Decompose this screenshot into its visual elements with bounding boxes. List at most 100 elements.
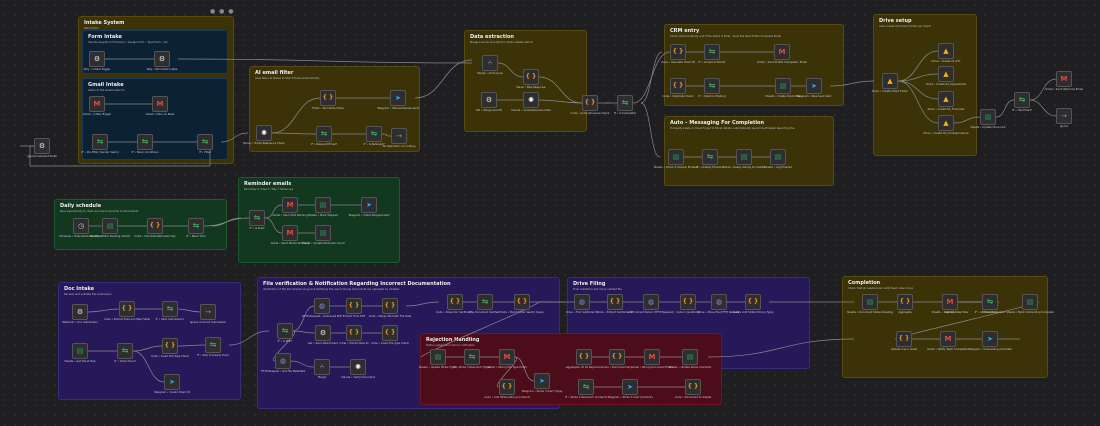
workflow-node[interactable]: { }Parse • Map Response [517,69,545,89]
workflow-node[interactable]: ✺Claude • Verify Document [341,359,375,379]
workflow-node[interactable]: { }Code • Extract Raw ID [340,325,368,345]
workflow-node[interactable]: ⚙Webhook • Doc Submission [62,304,98,324]
workflow-node[interactable]: ⇋IF • Need Time [186,218,206,238]
workflow-node[interactable]: ⇋IF • Client found [114,343,136,363]
workflow-node[interactable]: ⇋IF • Skip If Already Done [197,337,229,357]
workflow-node[interactable]: ⇋IF • Has Email? [1012,92,1032,112]
workflow-node[interactable]: { }Code • Parse Doc Verification [436,294,474,314]
workflow-node[interactable]: ▲Drive • Create Client Folder [872,73,908,93]
workflow-node[interactable]: { }Code • Merge Text with File Data [369,298,411,318]
workflow-node[interactable]: { }Code • Build Summary [602,349,632,369]
workflow-node[interactable]: { }Code in JavaScript [676,294,700,314]
workflow-node[interactable]: ⚙Ignore irrelevant Email [27,138,57,158]
workflow-node[interactable]: { }Code • Generate Client ID [661,44,695,64]
workflow-node[interactable]: ⑃Merge • All Sources [477,55,503,75]
workflow-node[interactable]: ⇋IF • Pre-Filter (Sender Spam) [81,134,119,154]
workflow-node[interactable]: ⇋IF • Strike 3 Reached? (Content) [565,379,607,399]
workflow-node[interactable]: →Ignore Incorrect Submission [190,304,226,324]
workflow-node[interactable]: ▲Drive • Create 01_KYC [932,43,961,63]
toolbar-dots-icon[interactable]: ● ● ● [210,8,235,15]
workflow-node[interactable]: ◷Schedule • Daily Reminder Check [59,218,103,238]
workflow-node[interactable]: ▲Drive • Create 04_Correspondence [923,115,969,135]
workflow-node[interactable]: ⇋IF • Access to Email? [698,44,726,64]
workflow-node[interactable]: ▤Sheets • Update Reminder Count [301,225,345,245]
workflow-node[interactable]: { }Code • Comprehensive Check [571,95,609,115]
workflow-node[interactable]: ⇋IF • Client is Existing [699,78,725,98]
workflow-node[interactable]: ▤Sheets • Fetch Pending Clients [90,218,130,238]
workflow-node[interactable]: ➤Telegram • Onboarding Complete [968,331,1012,351]
workflow-node[interactable]: ➤Telegram • Client Stopped Alert [348,197,390,217]
workflow-node[interactable]: ▤Gmail • Ready Asking for Details [723,149,765,169]
workflow-node[interactable]: { }Code • Extract Subfolder ID [597,294,633,314]
workflow-node[interactable]: { }Code • Extract Files and Map Fields [104,301,150,321]
workflow-node[interactable]: ⚙Tally • Normalize Intake [147,51,177,71]
workflow-node[interactable]: { }Aggregate [897,294,913,314]
workflow-node[interactable]: ⇋IF • All Docs Complete? [975,294,1005,314]
workflow-node[interactable]: ▤Sheets • Mark Stopped [308,197,338,217]
workflow-node[interactable]: ⇋IF • Is PDF? [277,323,293,343]
workflow-node[interactable]: ✺Binary • Email Relevance Check [243,125,285,145]
workflow-node[interactable]: ➤Telegram • Strike 3 Alert (Content) [607,379,653,399]
workflow-node[interactable]: →No Operation, do nothing [383,128,415,148]
workflow-node[interactable]: ◍Drive • Find Subfolder ID [566,294,598,314]
workflow-node[interactable]: ▤Sheets • Mark Onboarding Complete [1006,294,1054,314]
workflow-node[interactable]: ▤Sheets • Update Drive Link [970,109,1006,129]
workflow-node[interactable]: ⇋IF • Strike 3 Reached? (Type) [453,349,491,369]
workflow-node[interactable]: ◍Add Current Parent (HTTP Request) [628,294,674,314]
workflow-node[interactable]: { }Code • Build Folder Search Query [500,294,544,314]
workflow-node[interactable]: { }Aggregator Of All Rejections [566,349,602,369]
workflow-node[interactable]: ⚙Set • Merge Lead ID [476,92,502,112]
workflow-node[interactable]: ⇋IF • Is Relevant? [363,126,385,146]
workflow-node[interactable]: ▲Drive • Create 03_Financials [928,91,964,111]
workflow-node[interactable]: { }Extract From PDF [343,298,365,318]
workflow-node[interactable]: { }Code • Duplicate Check [663,78,693,98]
workflow-node[interactable]: ⇋IF • Is Due? [249,210,265,230]
workflow-node[interactable]: { }Code • Add Strike (Wrong Content) [484,379,530,399]
workflow-node[interactable]: ▤Sheets • Document Status Reading [847,294,893,314]
workflow-node[interactable]: ⇋IF • Relevant Email? [311,126,337,146]
workflow-node[interactable]: ▤Sheets • Log Emailed [764,149,792,169]
workflow-node[interactable]: ▤Sheets • Create Client Row [765,78,801,98]
workflow-node[interactable]: ▤Sheets • Check If Already Emailed [654,149,698,169]
workflow-node[interactable]: ⑃Merge [314,359,330,379]
workflow-node[interactable]: ◍HTTP Request • Get File Metadata [261,353,305,373]
workflow-node[interactable]: { }Email • Normalize Fields [312,90,344,110]
workflow-node[interactable]: { }Code • Add Strike (Wrong Type) [732,294,774,314]
workflow-node[interactable]: →Ignore [1056,108,1072,128]
workflow-node[interactable]: { }Code • Calculate Reminder Day [134,218,176,238]
workflow-node[interactable]: { }Code • Insert File Type Check [371,325,409,345]
workflow-node[interactable]: ⇋IF • Is Complete? [614,95,636,115]
workflow-node[interactable]: ⇋IF • Filter [197,134,213,154]
workflow-node[interactable]: ▤Sheets • Get Client Row [64,343,96,363]
workflow-node[interactable]: ➤Telegram • New Lead Alert [797,78,831,98]
workflow-node[interactable]: ➤Telegram • Manual Review Alert [377,90,419,110]
workflow-node[interactable]: ▲Drive • Create 02_Agreements [926,66,966,86]
workflow-node[interactable]: ◍HTTP Request • Download PDF [302,298,342,318]
workflow-node[interactable]: ✺Claude • Comprehensive Data [511,92,551,112]
workflow-node[interactable]: ➤Telegram • Strike 3 Alert (Type) [522,373,562,393]
workflow-node[interactable]: ⚙Tally • Intake Trigger [84,51,110,71]
workflow-node[interactable]: ▤Sheets • Update Strike (Type) [419,349,457,369]
workflow-node[interactable]: { }Code • Insert File Type Check [151,338,189,358]
workflow-node[interactable]: { }Code • Document to Sheets [675,379,711,399]
workflow-node[interactable]: ▤Sheets • Update Strike (Content) [669,349,711,369]
workflow-node[interactable]: ➤Telegram • Invalid Client ID [154,374,190,394]
workflow-node[interactable]: { }Update row in sheet [891,331,917,351]
workflow-node[interactable]: ⇋IF • Already Emailed? [696,149,724,169]
workflow-node[interactable]: ⇋IF • Document Verified? [470,294,500,314]
workflow-node[interactable]: ⚙Set • Send Attachment [308,325,338,345]
workflow-node[interactable]: ◍Drive • Move File (HTTP Request) [697,294,741,314]
